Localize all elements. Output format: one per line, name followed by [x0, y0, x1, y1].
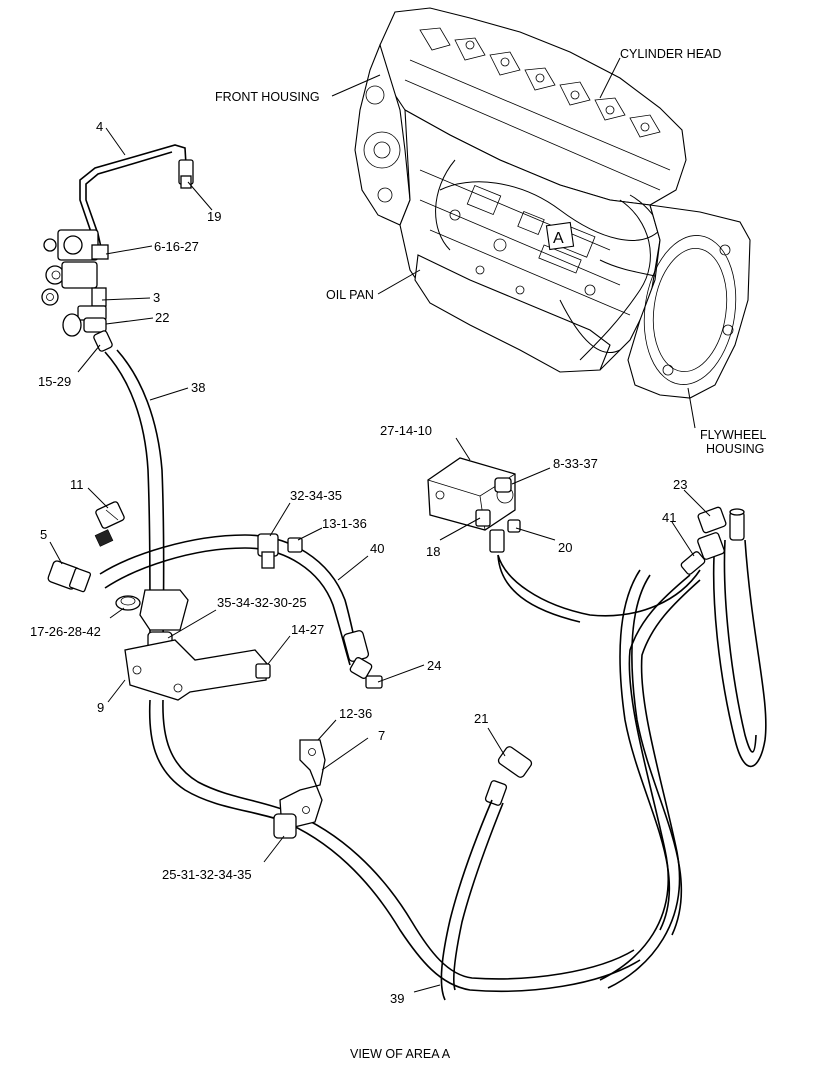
callout-23: 23: [673, 477, 687, 492]
fitting-41: [680, 532, 725, 575]
callout-35-34-32-30-25: 35-34-32-30-25: [217, 595, 307, 610]
callout-9: 9: [97, 700, 104, 715]
fitting-13-1-36: [287, 537, 303, 553]
clamp-25-31-32-34-35: [273, 813, 297, 839]
callout-15-29: 15-29: [38, 374, 71, 389]
fitting-24: [342, 630, 383, 689]
hose-21: [440, 799, 493, 1001]
callout-21: 21: [474, 711, 488, 726]
bracket-9: [124, 639, 269, 701]
switch-11: [94, 501, 125, 547]
engine-assembly: A: [354, 7, 751, 399]
callout-12-36: 12-36: [339, 706, 372, 721]
callout-39: 39: [390, 991, 404, 1006]
mount-plate: [139, 589, 189, 631]
callout-27-14-10: 27-14-10: [380, 423, 432, 438]
area-a-marker-box: [545, 221, 575, 251]
label-flywheel-housing-line2: HOUSING: [706, 442, 764, 456]
leader-cylinder-head: [599, 57, 621, 99]
front-housing-outline: [354, 43, 411, 226]
valve-assembly: [41, 229, 113, 352]
area-a-marker: A: [553, 230, 564, 247]
leader-oil-pan: [377, 269, 421, 295]
clamp-17-26-28-42: [115, 595, 141, 611]
hose-39: [497, 554, 701, 623]
bolt-14-27: [255, 663, 271, 679]
label-oil-pan: OIL PAN: [326, 288, 374, 302]
callout-14-27: 14-27: [291, 622, 324, 637]
fitting-23: [697, 506, 745, 541]
oil-pan-outline: [414, 254, 611, 373]
callout-41: 41: [662, 510, 676, 525]
callout-8-33-37: 8-33-37: [553, 456, 598, 471]
hose-40: [99, 534, 361, 661]
callout-19: 19: [207, 209, 221, 224]
callout-22: 22: [155, 310, 169, 325]
label-flywheel-housing-line1: FLYWHEEL: [700, 428, 766, 442]
elbow-5: [47, 560, 92, 593]
leader-flywheel-housing: [687, 387, 696, 429]
callout-40: 40: [370, 541, 384, 556]
callout-25-31-32-34-35: 25-31-32-34-35: [162, 867, 252, 882]
callout-4: 4: [96, 119, 103, 134]
view-caption: VIEW OF AREA A: [350, 1047, 451, 1061]
callout-5: 5: [40, 527, 47, 542]
callout-20: 20: [558, 540, 572, 555]
hose-38: [104, 351, 151, 641]
callout-13-1-36: 13-1-36: [322, 516, 367, 531]
leader-front-housing: [331, 74, 381, 97]
fitting-21: [484, 746, 533, 806]
callout-18: 18: [426, 544, 440, 559]
callout-38: 38: [191, 380, 205, 395]
callout-32-34-35: 32-34-35: [290, 488, 342, 503]
hose-38-lower: [148, 699, 641, 993]
leader-lines: [49, 127, 711, 993]
label-front-housing: FRONT HOUSING: [215, 90, 320, 104]
callout-7: 7: [378, 728, 385, 743]
engine-block-details: [419, 169, 631, 316]
callout-3: 3: [153, 290, 160, 305]
callout-11: 11: [70, 477, 84, 492]
cylinder-head-details: [404, 27, 671, 191]
callout-24: 24: [427, 658, 441, 673]
callout-6-16-27: 6-16-27: [154, 239, 199, 254]
manifold-block: [427, 457, 521, 553]
callout-17-26-28-42: 17-26-28-42: [30, 624, 101, 639]
label-cylinder-head: CYLINDER HEAD: [620, 47, 721, 61]
tube-4: [79, 144, 187, 259]
